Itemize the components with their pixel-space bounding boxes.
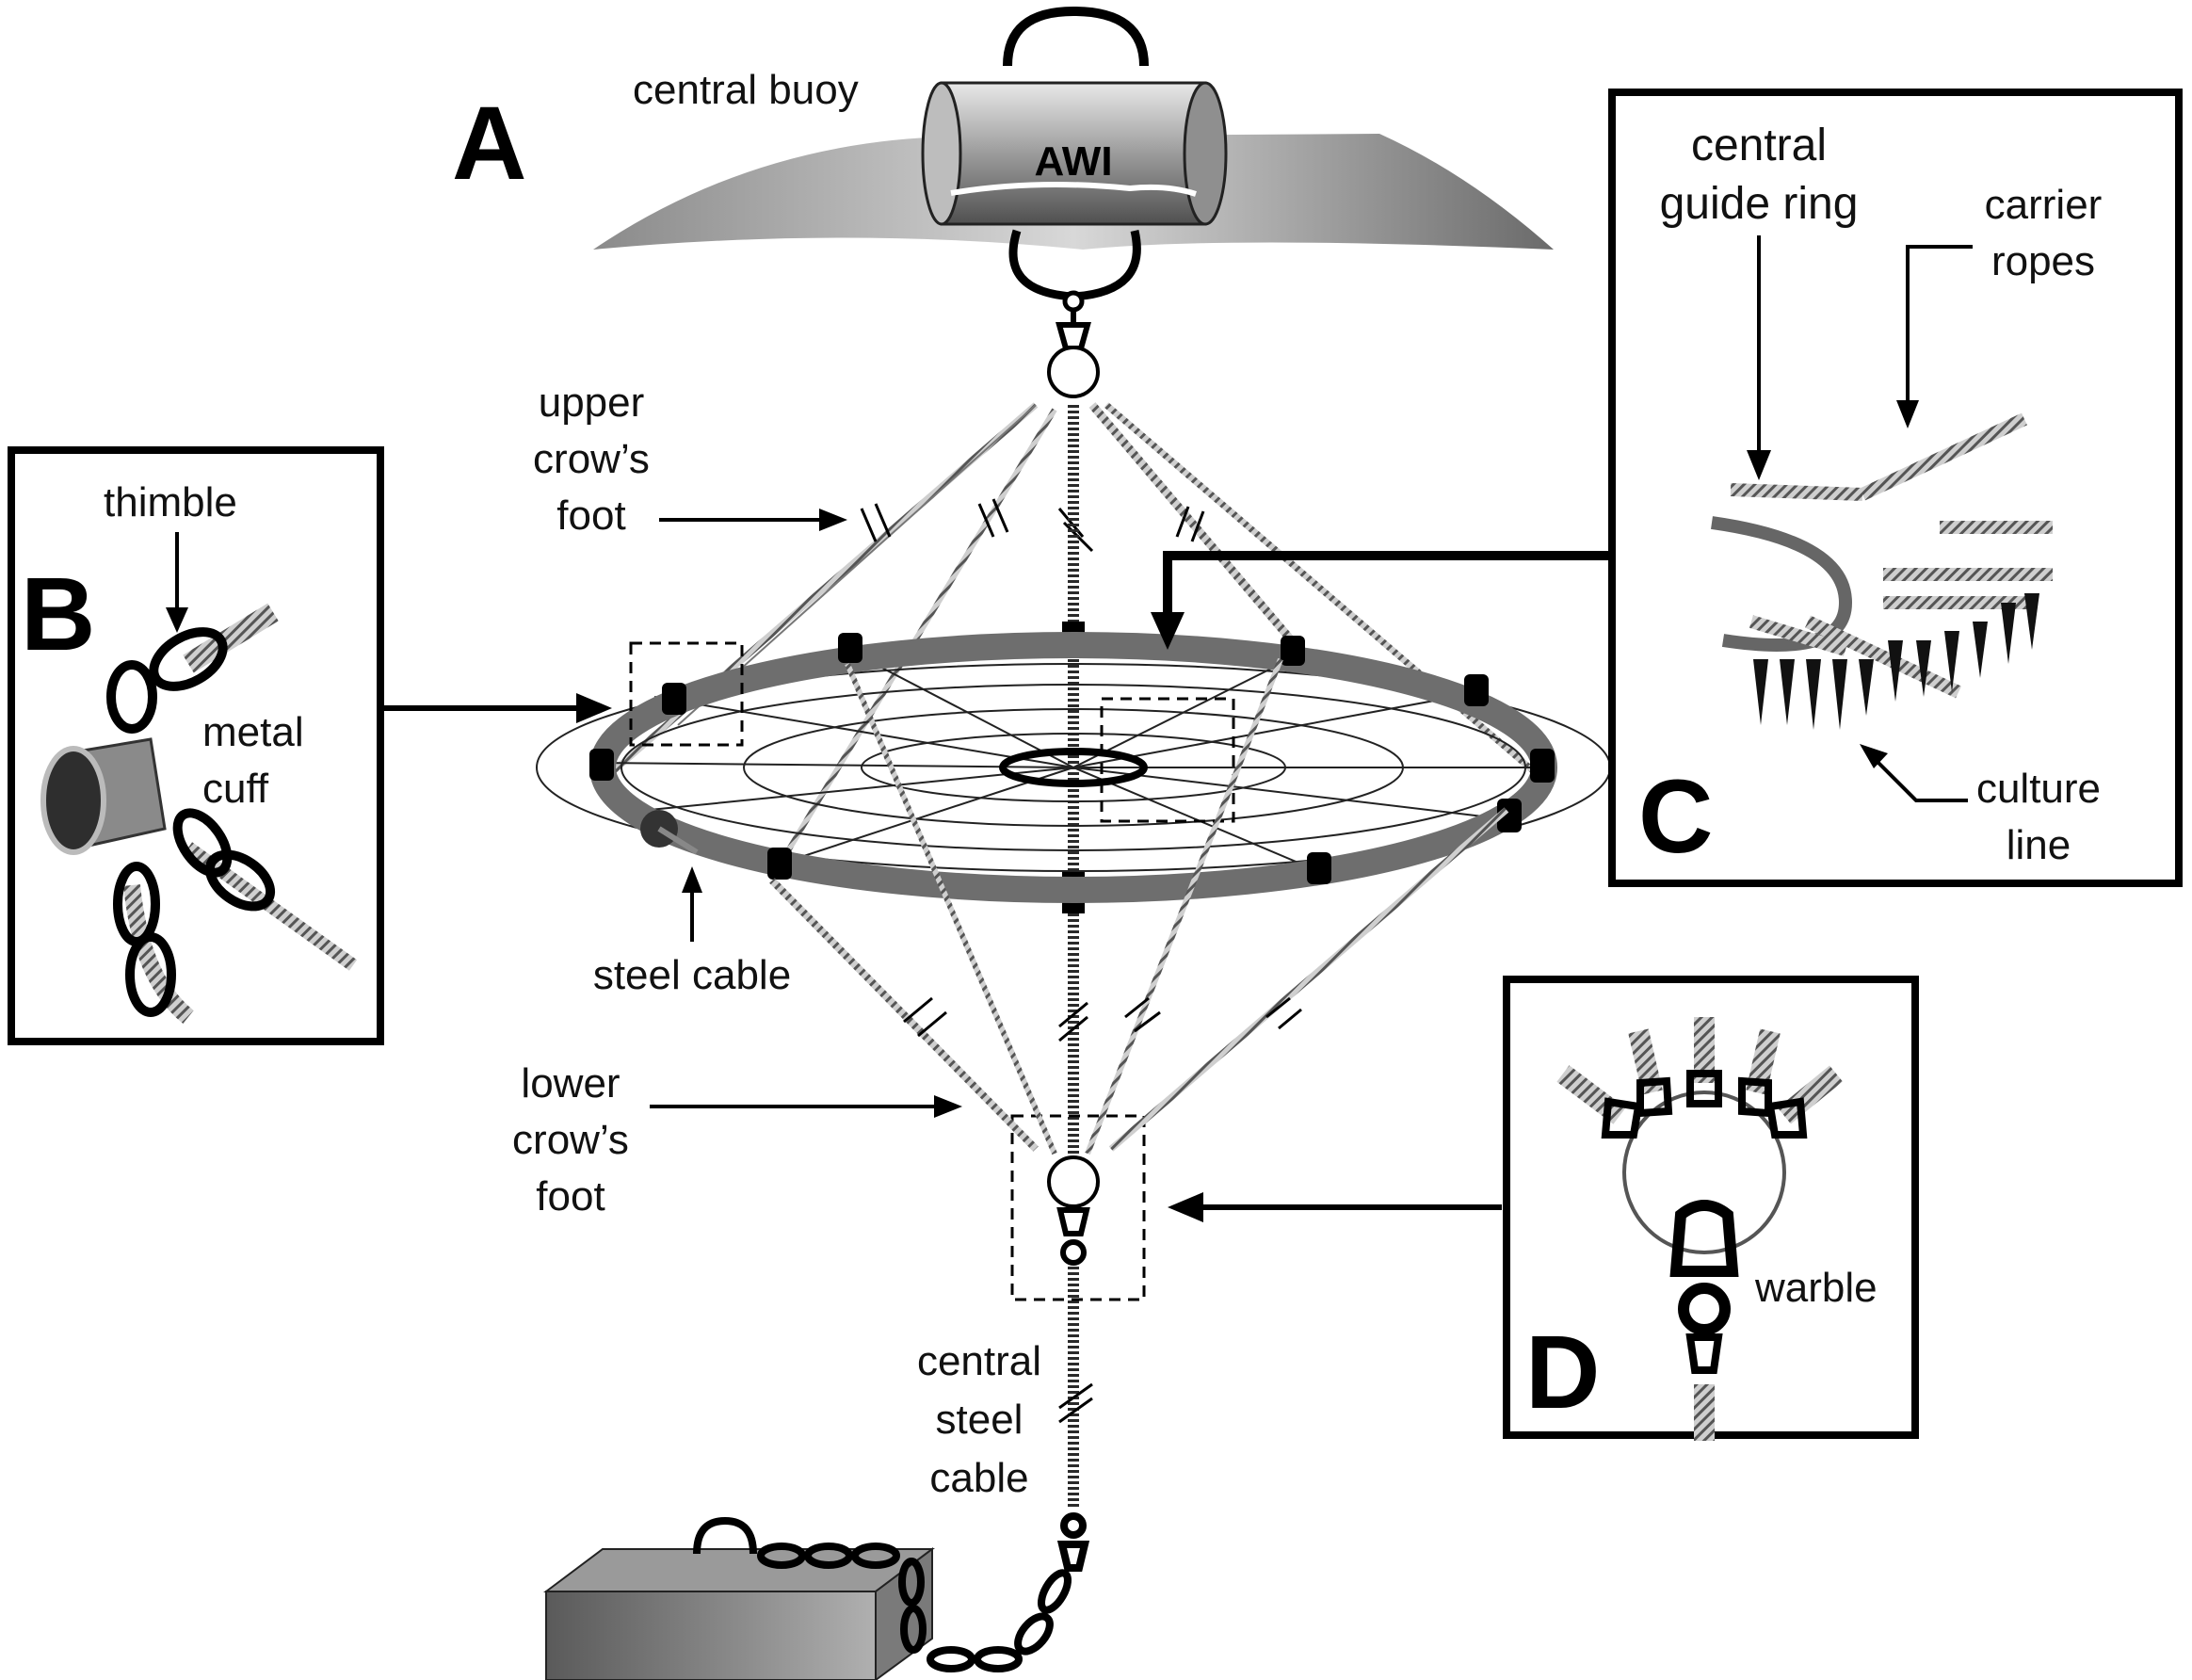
inset-marker-d [1010, 1114, 1146, 1301]
carrier-ropes-label-line2: ropes [1991, 238, 2095, 284]
culture-line-label-line2: line [2007, 822, 2071, 868]
inset-marker-b [629, 641, 744, 747]
central-guide-ring-label-line1: central [1691, 121, 1827, 170]
central-guide-ring-label-line2: guide ring [1660, 179, 1859, 229]
thimble-label: thimble [104, 479, 237, 525]
panel-b-pointer-arrow [381, 693, 612, 723]
lower-crows-foot-label-line2: crow’s [512, 1117, 629, 1163]
anchor-chain [757, 1512, 1090, 1672]
panel-b: B thimble metal cuff [8, 446, 384, 1045]
central-steel-cable-line2: steel [936, 1397, 1023, 1443]
steel-cable-label: steel cable [593, 866, 791, 998]
upper-crows-foot-label-line1: upper [539, 380, 645, 426]
steel-cable-text: steel cable [593, 952, 791, 998]
panel-c: C central guide ring carrier ropes cultu… [1608, 89, 2183, 887]
metal-cuff-label-line1: metal [202, 709, 304, 755]
carrier-ropes-label-line1: carrier [1985, 182, 2103, 228]
panel-c-letter: C [1638, 759, 1713, 875]
panel-c-pointer-arrow [1151, 551, 1610, 650]
inset-marker-c [1100, 697, 1235, 823]
lower-crows-foot-label-line1: lower [521, 1060, 620, 1107]
central-steel-cable-line1: central [917, 1338, 1041, 1384]
central-steel-cable [1062, 405, 1085, 1507]
central-steel-cable-label: central steel cable [917, 1338, 1041, 1501]
central-buoy-label: central buoy [633, 67, 859, 113]
ring-cuffs [589, 633, 1555, 884]
upper-crows-foot-label-line2: crow’s [533, 436, 650, 482]
central-steel-cable-line3: cable [929, 1455, 1028, 1501]
lower-crows-foot-label-line3: foot [536, 1173, 604, 1220]
lower-crows-foot-label: lower crow’s foot [512, 1060, 629, 1220]
central-buoy: AWI [921, 6, 1228, 351]
central-guide-ring [999, 748, 1148, 787]
anchor-block [543, 1516, 935, 1680]
culture-line-label-line1: culture [1976, 766, 2101, 812]
lower-crows-foot [769, 657, 1509, 1266]
central-cable-break [1058, 1382, 1093, 1424]
upper-crows-foot-label: upper crow’s foot [533, 380, 650, 539]
buoy-logo-text: AWI [1034, 138, 1112, 185]
panel-d: D warble [1503, 976, 1919, 1441]
upper-crows-foot-label-line3: foot [556, 493, 625, 539]
metal-cuff-label-line2: cuff [202, 766, 269, 812]
panel-b-letter: B [21, 557, 95, 672]
panel-d-pointer-arrow [1168, 1192, 1502, 1222]
steel-cable-end [640, 810, 699, 855]
panel-d-letter: D [1525, 1315, 1600, 1430]
panel-a-letter: A [452, 86, 526, 202]
lower-crows-foot-arrow [650, 1095, 962, 1118]
upper-crows-foot-arrow [659, 509, 847, 531]
warble-label: warble [1754, 1265, 1878, 1311]
